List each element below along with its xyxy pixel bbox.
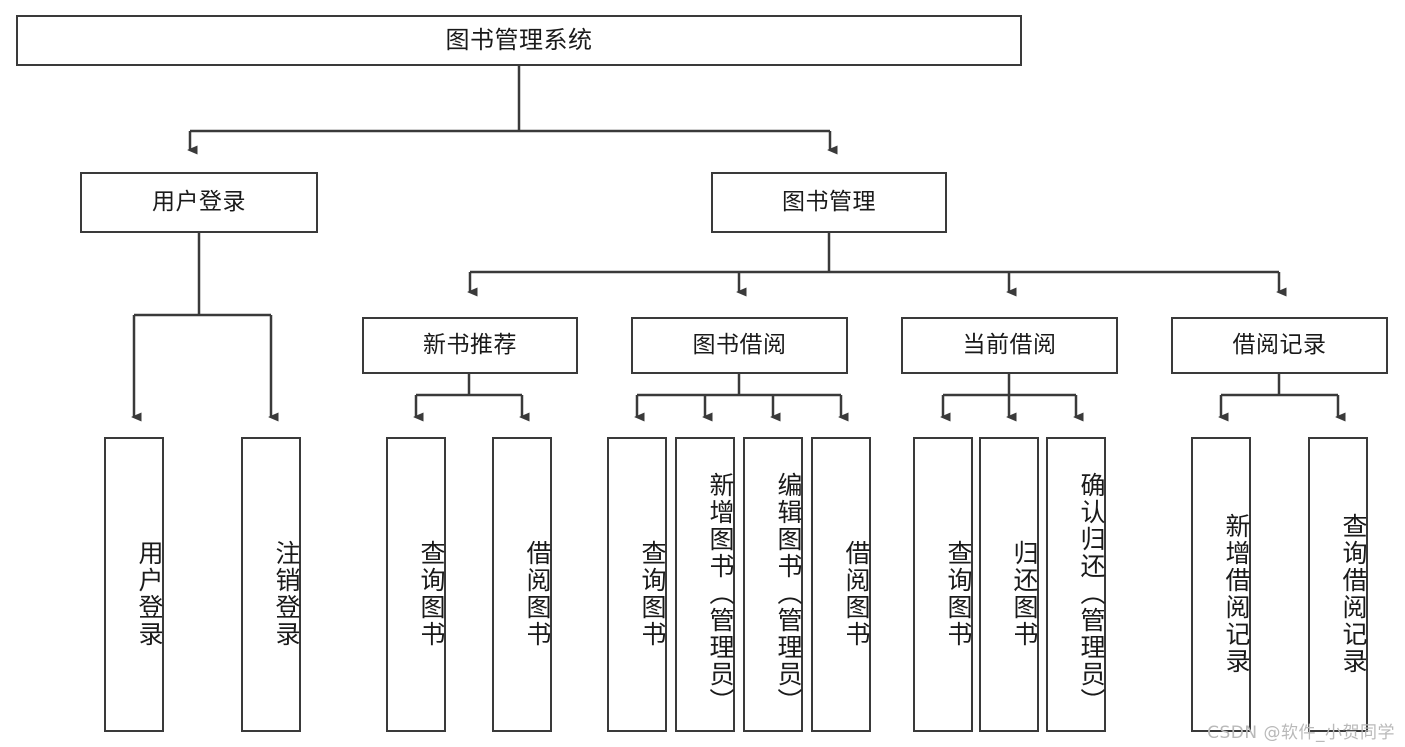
node-leaf-query-record-label: 查询借阅记录 xyxy=(1339,512,1368,675)
node-book-borrow-label: 图书借阅 xyxy=(692,331,787,358)
node-leaf-edit-book[interactable]: 编辑图书（管理员） xyxy=(743,437,803,732)
node-leaf-logout-login-label: 注销登录 xyxy=(272,539,301,648)
node-root[interactable]: 图书管理系统 xyxy=(16,15,1022,66)
node-leaf-borrow-book-1[interactable]: 借阅图书 xyxy=(492,437,552,732)
node-leaf-add-book[interactable]: 新增图书（管理员） xyxy=(675,437,735,732)
node-leaf-return-book-label: 归还图书 xyxy=(1010,539,1039,648)
node-leaf-user-login-label: 用户登录 xyxy=(135,539,164,648)
node-book-management[interactable]: 图书管理 xyxy=(711,172,947,233)
node-book-borrow[interactable]: 图书借阅 xyxy=(631,317,848,374)
node-leaf-query-book-1-label: 查询图书 xyxy=(417,539,446,648)
node-leaf-borrow-book-1-label: 借阅图书 xyxy=(523,539,552,648)
node-leaf-return-book[interactable]: 归还图书 xyxy=(979,437,1039,732)
node-leaf-borrow-book-2[interactable]: 借阅图书 xyxy=(811,437,871,732)
node-leaf-query-record[interactable]: 查询借阅记录 xyxy=(1308,437,1368,732)
node-leaf-borrow-book-2-label: 借阅图书 xyxy=(842,539,871,648)
node-new-book-recommend-label: 新书推荐 xyxy=(423,331,517,358)
node-leaf-add-book-label: 新增图书（管理员） xyxy=(706,472,735,715)
node-leaf-add-record[interactable]: 新增借阅记录 xyxy=(1191,437,1251,732)
node-current-borrow[interactable]: 当前借阅 xyxy=(901,317,1118,374)
node-current-borrow-label: 当前借阅 xyxy=(962,331,1057,358)
node-borrow-record-label: 借阅记录 xyxy=(1232,331,1327,358)
node-leaf-confirm-return-label: 确认归还（管理员） xyxy=(1077,472,1106,715)
node-leaf-query-book-3[interactable]: 查询图书 xyxy=(913,437,973,732)
node-leaf-user-login[interactable]: 用户登录 xyxy=(104,437,164,732)
node-root-label: 图书管理系统 xyxy=(445,26,593,55)
node-leaf-add-record-label: 新增借阅记录 xyxy=(1222,512,1251,675)
node-new-book-recommend[interactable]: 新书推荐 xyxy=(362,317,578,374)
node-user-login-label: 用户登录 xyxy=(152,188,246,215)
node-leaf-query-book-3-label: 查询图书 xyxy=(944,539,973,648)
node-borrow-record[interactable]: 借阅记录 xyxy=(1171,317,1388,374)
node-book-management-label: 图书管理 xyxy=(782,188,876,215)
node-user-login[interactable]: 用户登录 xyxy=(80,172,318,233)
node-leaf-query-book-2[interactable]: 查询图书 xyxy=(607,437,667,732)
node-leaf-query-book-1[interactable]: 查询图书 xyxy=(386,437,446,732)
node-leaf-confirm-return[interactable]: 确认归还（管理员） xyxy=(1046,437,1106,732)
node-leaf-query-book-2-label: 查询图书 xyxy=(638,539,667,648)
node-leaf-edit-book-label: 编辑图书（管理员） xyxy=(774,472,803,715)
node-leaf-logout-login[interactable]: 注销登录 xyxy=(241,437,301,732)
